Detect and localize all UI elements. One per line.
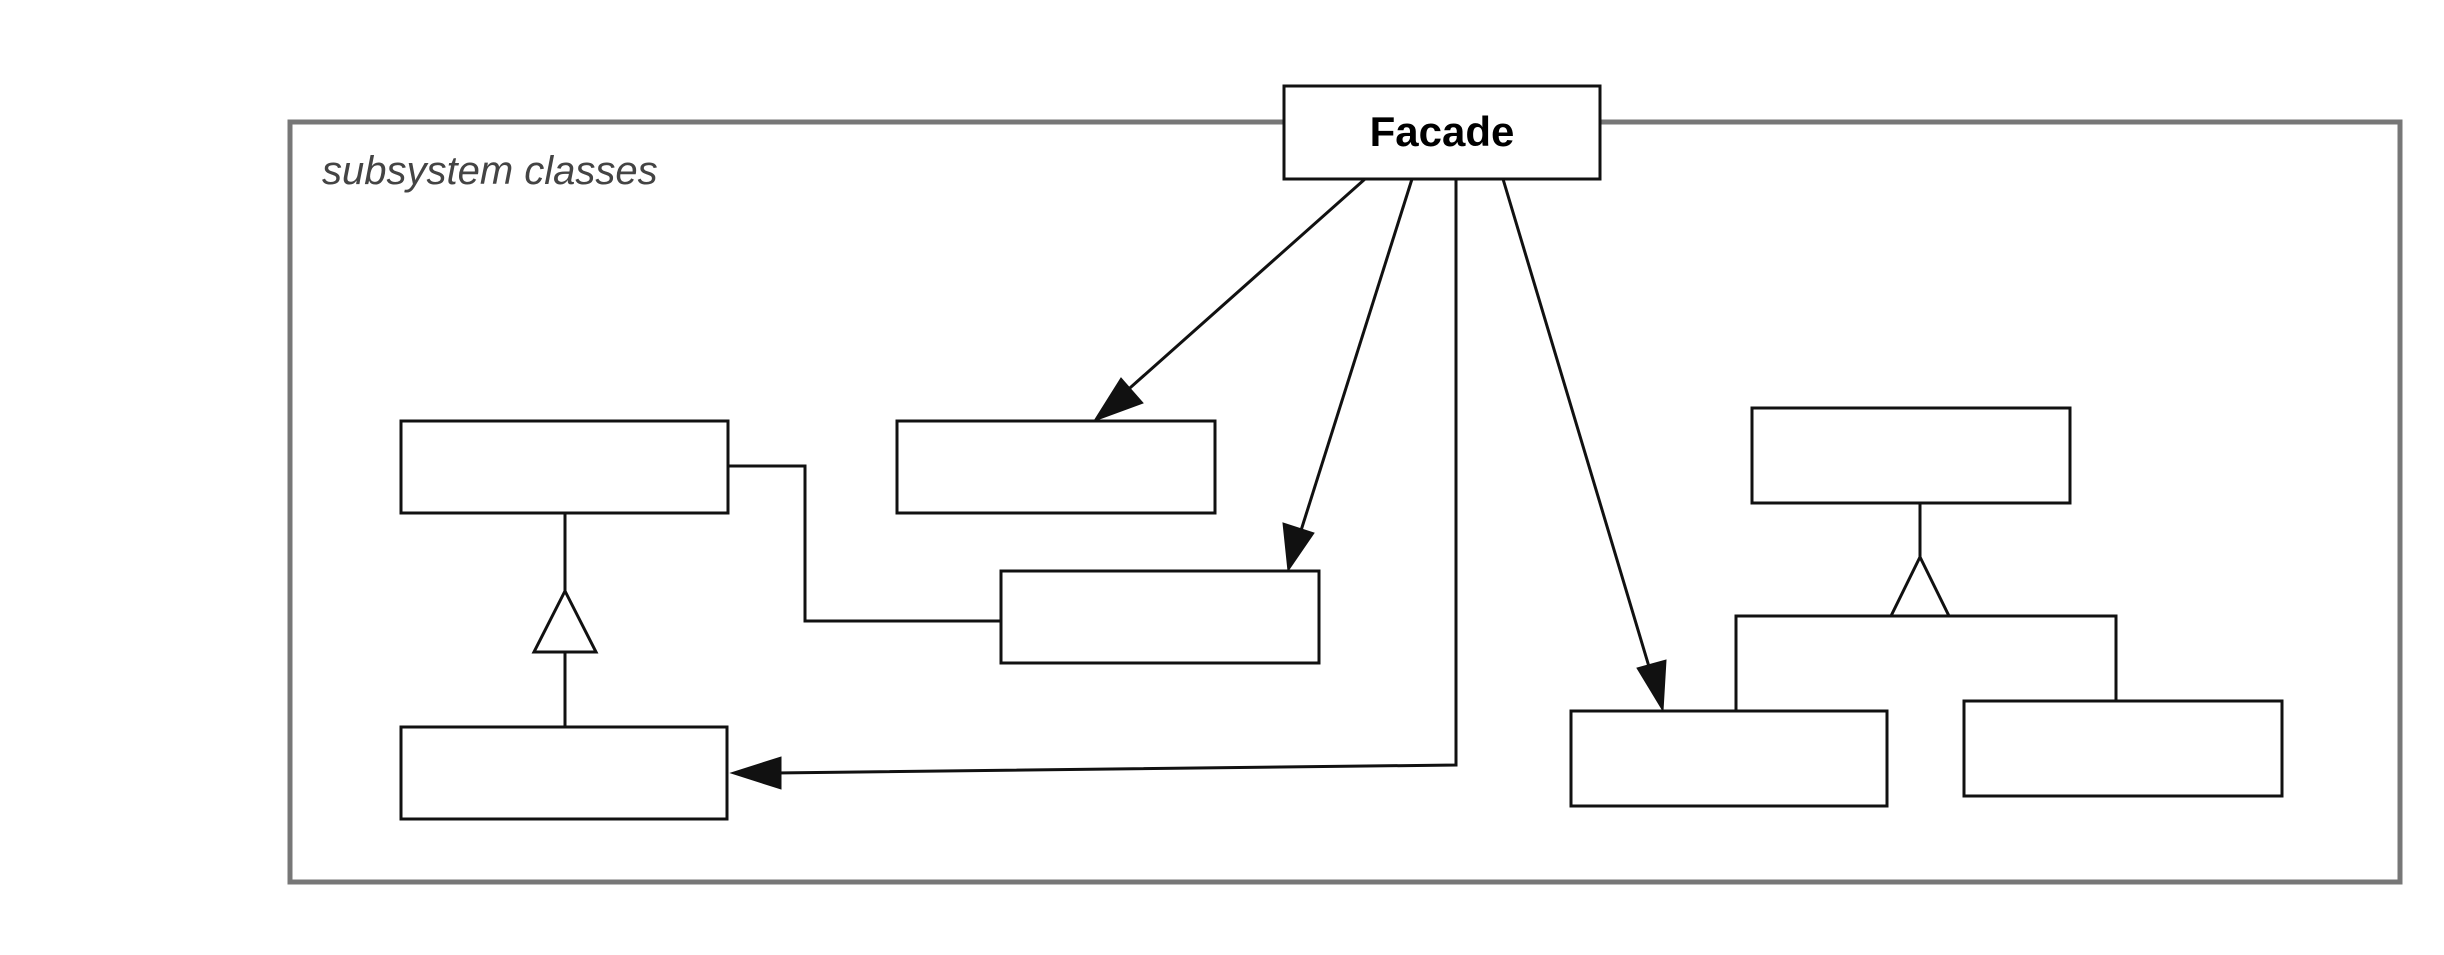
- class-box-left-top: [399, 419, 730, 515]
- inheritance-triangle-right: [1888, 553, 1952, 618]
- facade-arrow-line-4: [1501, 178, 1652, 671]
- class-box-right-bottom-right: [1962, 699, 2284, 798]
- facade-arrow-line-1: [1121, 177, 1366, 397]
- facade-arrow-line-2: [1296, 178, 1414, 541]
- subsystem-label: subsystem classes: [322, 149, 658, 193]
- class-box-right-bottom-left: [1569, 709, 1889, 808]
- association-line-left-middle: [728, 464, 1001, 623]
- inheritance-branch-right: [1734, 614, 2118, 711]
- facade-arrowhead-2: [1282, 522, 1315, 573]
- class-box-middle-bottom: [999, 569, 1321, 665]
- class-box-middle-top: [895, 419, 1217, 515]
- facade-label: Facade: [1370, 108, 1515, 155]
- class-box-right-top: [1750, 406, 2072, 505]
- facade-arrowhead-3: [729, 756, 782, 790]
- facade-arrowhead-1: [1092, 377, 1144, 422]
- facade-arrow-line-3: [774, 179, 1458, 775]
- inheritance-triangle-left: [531, 587, 599, 654]
- facade-class-box: [1282, 84, 1602, 181]
- class-box-left-bottom: [399, 725, 729, 821]
- facade-arrowhead-4: [1636, 659, 1667, 713]
